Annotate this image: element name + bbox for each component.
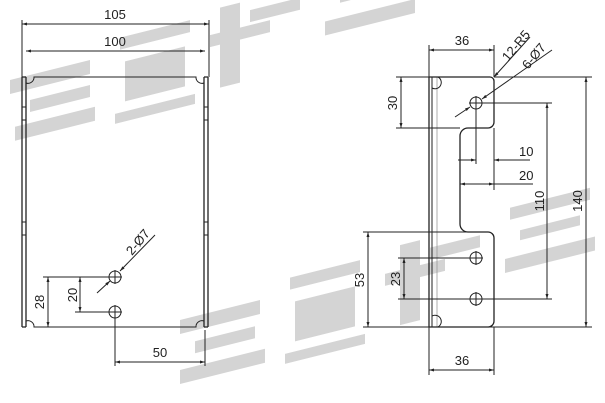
dim-100: 100 [104, 34, 126, 49]
dim-10: 10 [519, 144, 533, 159]
left-view: 105 100 28 20 50 2-Ø7 [21, 7, 210, 366]
dim-20-step: 20 [519, 168, 533, 183]
dim-28: 28 [32, 295, 47, 309]
dim-140: 140 [570, 190, 585, 212]
dim-110: 110 [532, 191, 547, 212]
dim-50: 50 [153, 345, 167, 360]
watermark-top [10, 0, 415, 141]
dim-20: 20 [65, 288, 80, 302]
dim-53: 53 [352, 273, 367, 287]
dim-36-top: 36 [455, 33, 469, 48]
dim-36-bottom: 36 [455, 353, 469, 368]
dim-105: 105 [104, 7, 126, 22]
dim-23: 23 [388, 272, 403, 286]
right-view: 36 12-R5 6-Ø7 30 10 20 110 140 53 23 [352, 27, 592, 375]
dim-30: 30 [385, 96, 400, 110]
watermark-bottom [180, 187, 595, 384]
